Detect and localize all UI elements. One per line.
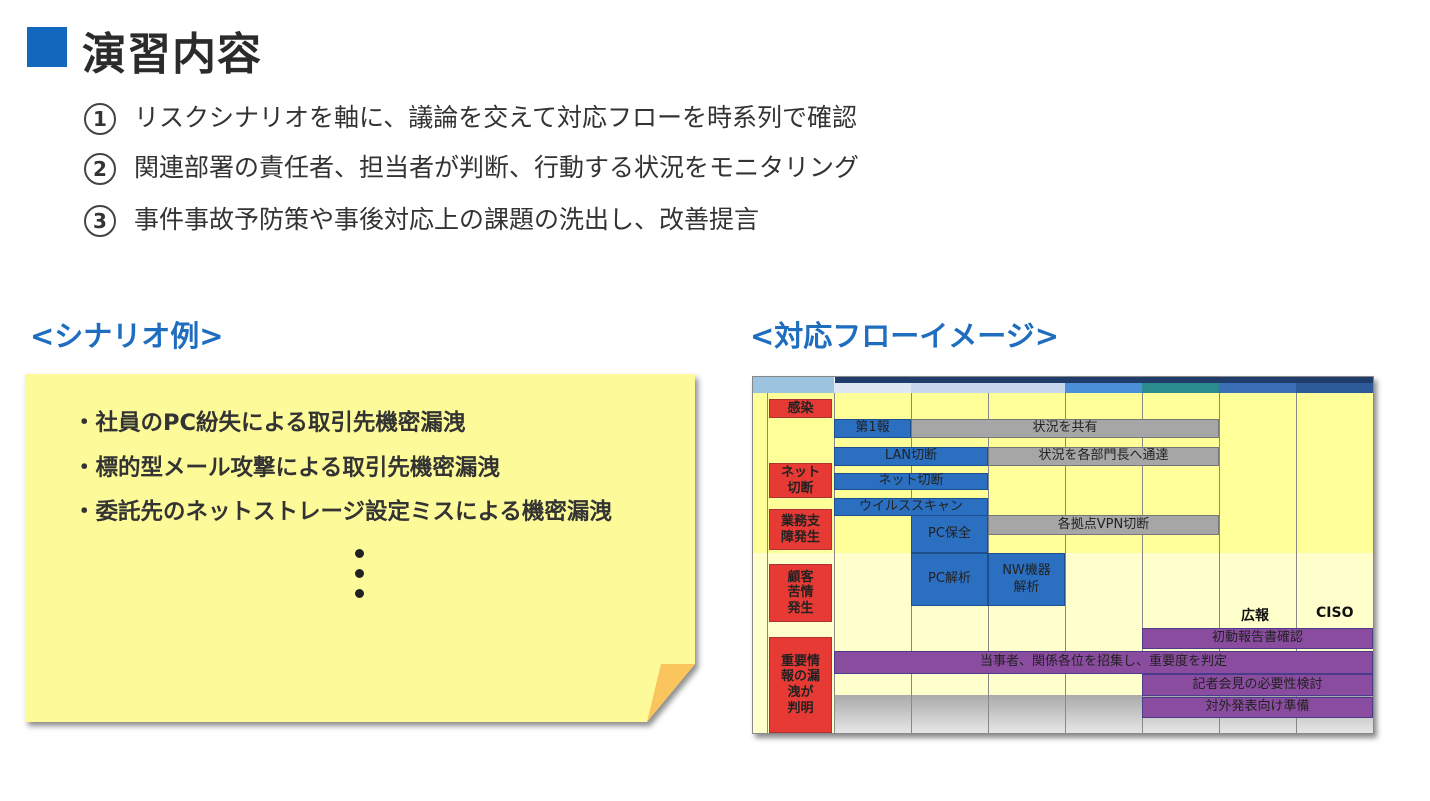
action-virus-scan: ウイルススキャン — [834, 498, 988, 516]
role-pr-label: 広報 — [1241, 608, 1269, 624]
state-data-leak: 重要情 報の漏 洩が 判明 — [769, 637, 832, 733]
action-first-report: 第1報 — [834, 419, 911, 438]
response-flow-image: 感染 ネット 切断 業務支 障発生 顧客 苦情 発生 重要情 報の漏 洩が 判明… — [752, 376, 1374, 734]
page-title: 演習内容 — [82, 29, 262, 80]
flow-header — [753, 377, 1373, 393]
list-item: 1 リスクシナリオを軸に、議論を交えて対応フローを時系列で確認 — [84, 98, 857, 135]
state-infection: 感染 — [769, 399, 832, 418]
item-text: 関連部署の責任者、担当者が判断、行動する状況をモニタリング — [134, 153, 860, 182]
action-share-status: 状況を共有 — [911, 419, 1219, 438]
action-pc-analysis: PC解析 — [911, 553, 988, 606]
action-notify-managers: 状況を各部門長へ通達 — [988, 447, 1219, 466]
item-number: 1 — [84, 103, 116, 135]
action-vpn-cut: 各拠点VPN切断 — [988, 515, 1219, 535]
scenario-item: ・社員のPC紛失による取引先機密漏洩 — [73, 410, 466, 436]
scenario-heading: <シナリオ例> — [30, 319, 224, 353]
item-number: 2 — [84, 153, 116, 185]
page-fold-icon — [647, 664, 695, 722]
action-convene-assess: 当事者、関係各位を招集し、重要度を判定 — [834, 651, 1373, 674]
item-text: 事件事故予防策や事後対応上の課題の洗出し、改善提言 — [134, 205, 760, 234]
state-network-cut: ネット 切断 — [769, 463, 832, 498]
action-lan-cut: LAN切断 — [834, 447, 988, 466]
action-nw-analysis: NW機器 解析 — [988, 553, 1065, 606]
role-ciso-label: CISO — [1316, 605, 1354, 621]
item-text: リスクシナリオを軸に、議論を交えて対応フローを時系列で確認 — [134, 103, 858, 132]
ellipsis-dot — [355, 569, 364, 578]
scenario-sticky-note: ・社員のPC紛失による取引先機密漏洩 ・標的型メール攻撃による取引先機密漏洩 ・… — [25, 374, 695, 722]
ellipsis-dot — [355, 549, 364, 558]
scenario-item: ・標的型メール攻撃による取引先機密漏洩 — [73, 455, 500, 481]
flow-heading: <対応フローイメージ> — [750, 319, 1060, 353]
list-item: 2 関連部署の責任者、担当者が判断、行動する状況をモニタリング — [84, 148, 859, 185]
action-network-cut: ネット切断 — [834, 473, 988, 490]
state-business-disruption: 業務支 障発生 — [769, 509, 832, 550]
ellipsis-dot — [355, 589, 364, 598]
state-customer-complaint: 顧客 苦情 発生 — [769, 564, 832, 622]
action-press-conference-review: 記者会見の必要性検討 — [1142, 674, 1373, 696]
scenario-item: ・委託先のネットストレージ設定ミスによる機密漏洩 — [73, 499, 612, 525]
action-initial-report-check: 初動報告書確認 — [1142, 628, 1373, 649]
action-public-announcement-prep: 対外発表向け準備 — [1142, 697, 1373, 718]
title-square-icon — [27, 27, 67, 67]
note-body: ・社員のPC紛失による取引先機密漏洩 ・標的型メール攻撃による取引先機密漏洩 ・… — [25, 374, 695, 722]
item-number: 3 — [84, 205, 116, 237]
action-pc-preserve: PC保全 — [911, 515, 988, 553]
list-item: 3 事件事故予防策や事後対応上の課題の洗出し、改善提言 — [84, 200, 759, 237]
